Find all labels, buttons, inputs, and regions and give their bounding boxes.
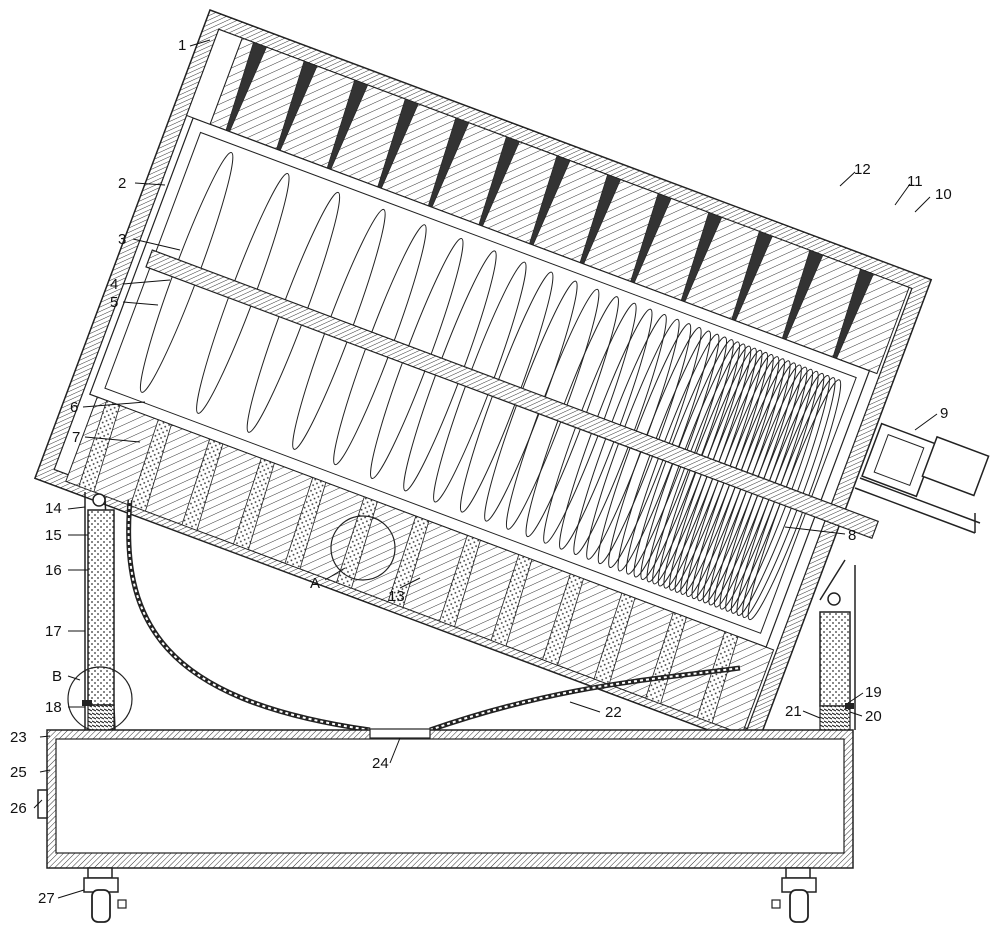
lower-blade-wedge xyxy=(78,400,121,493)
left-support xyxy=(67,492,133,732)
label-3: 3 xyxy=(118,231,126,248)
label-10: 10 xyxy=(935,186,952,203)
lower-blade-wedge xyxy=(542,573,584,666)
label-21: 21 xyxy=(785,703,802,720)
label-6: 6 xyxy=(70,399,78,416)
label-detail-a: A xyxy=(310,575,320,592)
lower-blade-wedge xyxy=(439,534,481,628)
collection-box xyxy=(37,728,854,869)
lower-blade-wedge xyxy=(387,515,430,608)
lower-blade-wedge xyxy=(696,631,739,724)
lower-blade-wedge xyxy=(335,496,378,589)
label-24: 24 xyxy=(372,755,389,772)
label-19: 19 xyxy=(865,684,882,701)
drum-housing xyxy=(33,9,933,749)
part-labels: 1 2 3 4 5 6 7 8 9 10 11 12 13 14 15 16 1… xyxy=(10,37,952,907)
lower-blade-wedge xyxy=(232,457,275,551)
lower-blade-wedge xyxy=(129,419,172,512)
lower-blade-wedge xyxy=(284,477,327,570)
label-2: 2 xyxy=(118,175,126,192)
label-5: 5 xyxy=(110,294,118,311)
label-15: 15 xyxy=(45,527,62,544)
label-7: 7 xyxy=(72,429,80,446)
label-13: 13 xyxy=(388,588,405,605)
label-18: 18 xyxy=(45,699,62,716)
label-9: 9 xyxy=(940,405,948,422)
label-25: 25 xyxy=(10,764,27,781)
label-27: 27 xyxy=(38,890,55,907)
discharge-hoses xyxy=(126,499,741,733)
label-16: 16 xyxy=(45,562,62,579)
drive-motor xyxy=(854,422,990,534)
label-12: 12 xyxy=(854,161,871,178)
label-22: 22 xyxy=(605,704,622,721)
label-17: 17 xyxy=(45,623,62,640)
label-26: 26 xyxy=(10,800,27,817)
lower-blade-wedge xyxy=(490,554,533,647)
label-20: 20 xyxy=(865,708,882,725)
leader-lines xyxy=(33,39,938,899)
label-23: 23 xyxy=(10,729,27,746)
caster-right xyxy=(771,867,817,923)
label-14: 14 xyxy=(45,500,62,517)
label-11: 11 xyxy=(907,173,923,190)
right-support xyxy=(819,559,856,732)
label-8: 8 xyxy=(848,527,856,544)
label-1: 1 xyxy=(178,37,186,54)
lower-blade-wedge xyxy=(181,438,224,531)
caster-left xyxy=(83,867,127,923)
detail-circle-a xyxy=(330,515,396,581)
label-4: 4 xyxy=(110,276,118,293)
label-detail-b: B xyxy=(52,668,62,685)
